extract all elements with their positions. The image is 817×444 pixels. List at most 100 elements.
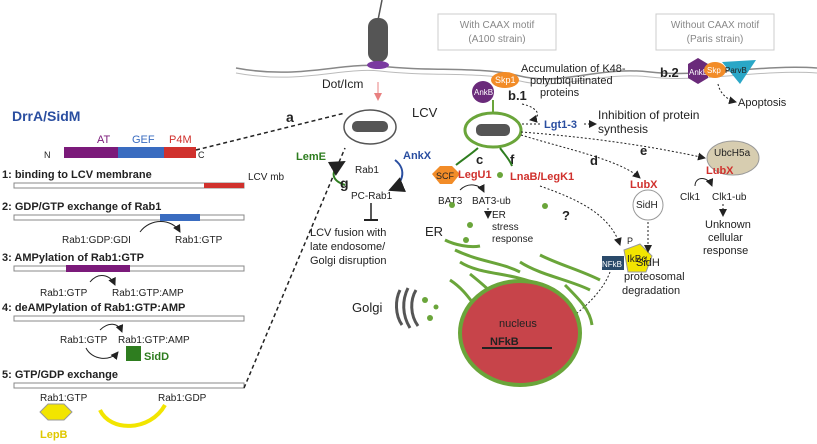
sidh-shape [632,189,664,221]
er-vesicle-3 [463,237,469,243]
membrane-bar-2 [13,214,245,221]
domain-at-label: AT [97,134,111,146]
sidd-block [126,346,141,361]
clk1ub-label: Clk1-ub [712,192,747,203]
bat3-label: BAT3 [438,196,463,207]
lcv-label: LCV [412,105,438,120]
step-4: 4: deAMPylation of Rab1:GTP:AMP [2,302,185,314]
without-caax-strain: (Paris strain) [687,34,744,45]
apoptosis-arrow [717,83,737,105]
golgi-vesicle-3 [433,304,439,310]
s5-left: Rab1:GTP [40,393,88,404]
with-caax-box [437,13,557,51]
unknown-line-2: cellular [708,232,743,244]
scf-shape [432,166,460,184]
b2-letter: b.2 [660,65,679,80]
flagellum [377,0,383,21]
membrane-bar-4 [13,315,245,322]
without-caax-box [655,13,775,51]
skp-label: Skp [707,66,721,75]
ikba-label: IkBα [627,254,647,265]
er-vesicle-5 [542,203,548,209]
ankb-shape [472,81,494,103]
nucleus-label: nucleus [499,318,537,330]
legu1-label: LegU1 [458,169,492,181]
ankx-label: AnkX [403,150,432,162]
with-caax-strain: (A100 strain) [468,34,525,45]
parvb-label: ParvB [725,66,747,75]
accum-line-3: proteins [540,87,580,99]
sidh-label: SidH [636,200,658,211]
domain-gef [118,147,164,158]
nucleus [458,279,582,387]
zoom-line-bottom [243,147,346,389]
lgt-label: Lgt1-3 [544,119,577,131]
f-letter: f [510,152,515,167]
c-arrow [455,147,479,166]
lubx2-label: LubX [706,165,734,177]
clk1-label: Clk1 [680,192,700,203]
dot-icm-label: Dot/Icm [322,77,363,91]
ankx-arrow [388,159,407,192]
parvb-shape [722,60,756,84]
accum-line-1: Accumulation of K48- [521,63,626,75]
step-3: 3: AMPylation of Rab1:GTP [2,252,144,264]
golgi-stack [395,287,420,329]
inhib-line-1: Inhibition of protein [598,108,699,122]
ankb2-label: AnkB [689,68,708,77]
nfkb-label: NFkB [602,260,622,269]
g-letter: g [340,175,349,191]
skp-shape [704,62,726,78]
golgi-vesicle-1 [422,297,428,303]
exchange-arrow-2 [139,221,181,233]
s2-right: Rab1:GTP [175,235,223,246]
domain-gef-label: GEF [132,134,155,146]
clk-curve [694,178,714,187]
ampylation-arrow [89,275,116,286]
without-caax-label: Without CAAX motif [671,20,760,31]
s3-right: Rab1:GTP:AMP [112,288,184,299]
ubch5a-label: UbcH5a [714,148,751,159]
fusion-line-2: late endosome/ [310,241,386,253]
plasma-membrane-inner [235,69,817,85]
unknown-line-1: Unknown [705,219,751,231]
e-arrow [520,131,706,161]
membrane-bar-5 [13,382,245,389]
panel-a-letter: a [286,109,294,125]
apoptosis-label: Apoptosis [738,97,787,109]
lnab-label: LnaB/LegK1 [510,171,574,183]
d-letter: d [590,153,598,168]
f-arrow [499,147,513,167]
at-bound [66,265,130,272]
dot-icm-pore [367,61,389,69]
ankb2-shape [688,58,708,84]
lnab-arrow [539,185,622,246]
nfkb-shape [602,256,624,270]
c-letter: c [476,152,483,167]
n-terminus: N [44,150,51,160]
leme-label: LemE [296,151,326,163]
domain-p4m-label: P4M [169,134,192,146]
golgi-vesicle-2 [427,315,433,321]
question-mark: ? [562,208,570,223]
zoomed-bacterium [352,121,388,132]
leme-arrow [327,161,346,186]
zoom-line-top [195,112,346,151]
skp1-shape [491,72,519,88]
drra-title: DrrA/SidM [12,108,80,124]
lepb-label: LepB [40,429,68,441]
s2-left: Rab1:GDP:GDI [62,235,131,246]
fusion-line-1: LCV fusion with [310,227,386,239]
bacterium-top [368,18,388,62]
lepb-curve [98,403,167,428]
lepb-hexagon [39,403,73,421]
with-caax-label: With CAAX motif [460,20,535,31]
b1-letter: b.1 [508,88,527,103]
deampylation-arrow [99,323,124,333]
lubx-label: LubX [630,179,658,191]
legu1-curve [459,183,485,193]
sidh-deg-3: degradation [622,285,680,297]
er-stress-3: response [492,234,534,245]
